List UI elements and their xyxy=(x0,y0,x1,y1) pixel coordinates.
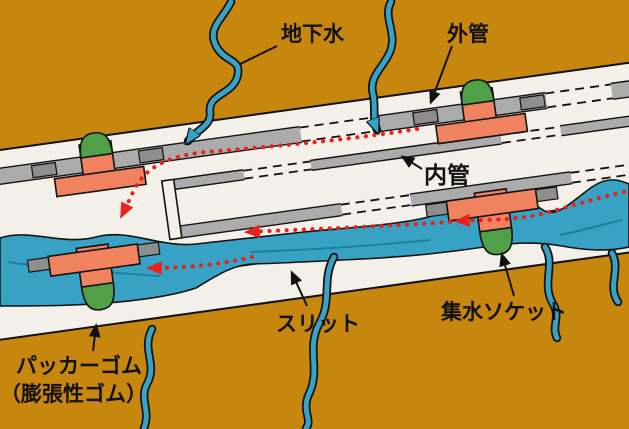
slit-dash-line xyxy=(243,160,311,172)
packer-rubber-dome xyxy=(460,79,495,106)
water-flow-path-lower-left xyxy=(145,254,255,275)
slit-dashed-joint xyxy=(500,124,562,145)
water-shading-line xyxy=(249,239,431,253)
pointer-slit xyxy=(290,270,308,307)
pipe-coupling xyxy=(412,108,439,126)
slit-dash-line xyxy=(545,83,611,95)
groundwater-stream-bottom-center xyxy=(301,252,339,429)
socket-flange xyxy=(47,243,141,278)
label-inner-pipe: 内管 xyxy=(424,162,470,189)
label-slit: スリット xyxy=(276,312,360,336)
slit-dashed-joint xyxy=(570,162,629,185)
pointer-inner-pipe xyxy=(400,155,423,170)
slit-dash-line xyxy=(342,204,412,216)
pipe-coupling xyxy=(137,147,165,164)
pointer-outer-pipe xyxy=(429,45,453,105)
socket-assembly-bottom-left xyxy=(26,241,161,311)
slit-dashed-joint xyxy=(242,159,312,181)
pointer-collect-socket xyxy=(499,252,515,297)
socket-assembly-top-right xyxy=(412,79,546,145)
pipe-fittings xyxy=(26,79,559,311)
groundwater-stream-bottom-left xyxy=(139,324,157,429)
slit-dash-line xyxy=(501,133,562,144)
water-flow-path-middle-right xyxy=(453,189,627,228)
pointer-packer-rubber xyxy=(88,323,101,352)
label-collect-socket: 集水ソケット xyxy=(440,300,567,324)
groundwater-stream-top-right xyxy=(372,0,397,130)
pointer-groundwater xyxy=(239,45,278,65)
label-packer-rubber-line2: （膨張性ゴム） xyxy=(0,382,147,406)
groundwater-stream-right-edge xyxy=(607,248,623,307)
socket-assembly-top-left xyxy=(30,131,165,198)
label-packer-rubber-line1: パッカーゴム xyxy=(16,354,142,378)
water-flow-path-upper xyxy=(119,126,420,219)
slit-dashed-joint xyxy=(340,193,412,217)
inner-pipe-end-cap xyxy=(160,178,183,241)
pipe-coupling xyxy=(519,94,546,111)
socket-flange xyxy=(445,187,540,222)
packer-rubber-dome xyxy=(80,281,115,311)
slit-dash-line xyxy=(299,115,378,129)
socket-flange xyxy=(53,165,147,198)
groundwater-stream-bottom-right xyxy=(540,242,562,343)
socket-flange xyxy=(434,112,529,145)
slit-dash-line xyxy=(301,129,380,143)
packer-rubber-dome xyxy=(79,131,114,159)
pipe-coupling xyxy=(30,161,58,179)
slit-dash-line xyxy=(500,125,561,136)
slit-dash-line xyxy=(571,173,629,184)
label-groundwater: 地下水 xyxy=(281,22,345,46)
slit-dash-line xyxy=(244,168,312,180)
label-outer-pipe: 外管 xyxy=(447,22,489,46)
slit-dash-line xyxy=(570,163,629,174)
slit-dash-line xyxy=(340,194,411,206)
slit-dash-line xyxy=(547,97,613,109)
water-shading-line xyxy=(559,219,623,236)
slit-dashed-joint xyxy=(299,114,380,144)
slit-dashed-joint xyxy=(545,82,613,110)
packer-rubber-dome xyxy=(478,226,513,256)
groundwater-stream-top-left xyxy=(183,0,243,141)
socket-assembly-bottom-right xyxy=(424,186,559,256)
